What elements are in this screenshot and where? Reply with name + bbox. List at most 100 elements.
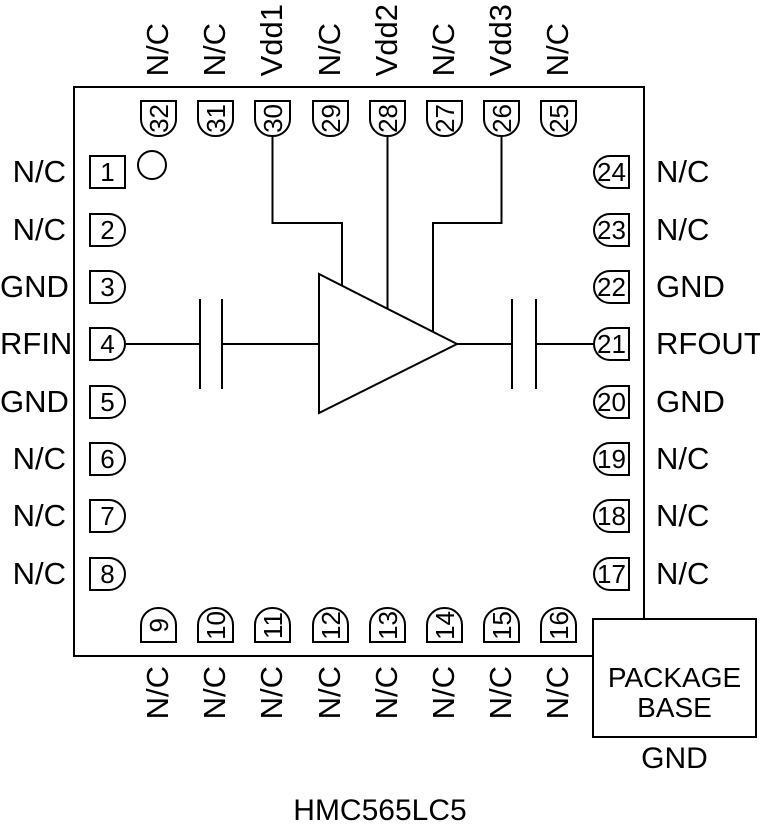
pin-number: 28 bbox=[372, 104, 403, 133]
pin-number: 25 bbox=[543, 104, 574, 133]
pin-number: 19 bbox=[597, 444, 626, 474]
pin-12: 12 bbox=[312, 607, 349, 643]
pin-2: 2 bbox=[89, 213, 126, 247]
pin-6: 6 bbox=[89, 442, 126, 476]
pin-14: 14 bbox=[426, 607, 463, 643]
pin-13-label: N/C bbox=[369, 666, 404, 720]
pin-3: 3 bbox=[89, 270, 126, 304]
pin-30-label: Vdd1 bbox=[254, 3, 289, 76]
pin-number: 29 bbox=[315, 104, 346, 133]
pin-number: 26 bbox=[486, 104, 517, 133]
pin-number: 12 bbox=[315, 610, 346, 640]
pin-13: 13 bbox=[369, 607, 406, 643]
pin-number: 17 bbox=[597, 559, 626, 589]
pin-24: 24 bbox=[593, 155, 630, 189]
pin-number: 6 bbox=[100, 444, 115, 474]
pin-number: 20 bbox=[597, 387, 626, 417]
pin-number: 23 bbox=[597, 215, 626, 245]
pin-1: 1 bbox=[89, 155, 126, 189]
pin-6-label: N/C bbox=[12, 441, 66, 476]
pin-4-label: RFIN bbox=[0, 326, 73, 361]
pin1-indicator-icon bbox=[137, 150, 167, 180]
package-base-line1: PACKAGE bbox=[607, 662, 742, 693]
pin-29: 29 bbox=[312, 100, 349, 137]
pin-16: 16 bbox=[540, 607, 577, 643]
pin-20-label: GND bbox=[656, 384, 725, 419]
pin-7-label: N/C bbox=[12, 498, 66, 533]
pin-12-label: N/C bbox=[312, 666, 347, 720]
pin-25-label: N/C bbox=[540, 22, 575, 76]
pin-number: 1 bbox=[100, 157, 115, 187]
pin-number: 31 bbox=[200, 104, 231, 133]
pin-21: 21 bbox=[593, 327, 630, 361]
package-base-line2: BASE bbox=[637, 692, 712, 723]
pin-28: 28 bbox=[369, 100, 406, 137]
package-base-box: PACKAGE BASE bbox=[592, 618, 757, 738]
pin-number: 32 bbox=[143, 104, 174, 133]
pin-2-label: N/C bbox=[12, 212, 66, 247]
pin-number: 2 bbox=[100, 215, 115, 245]
pin-32-label: N/C bbox=[140, 22, 175, 76]
pin-22: 22 bbox=[593, 270, 630, 304]
pin-24-label: N/C bbox=[656, 154, 710, 189]
pin-4: 4 bbox=[89, 327, 126, 361]
pin-27: 27 bbox=[426, 100, 463, 137]
pin-32: 32 bbox=[140, 100, 177, 137]
pin-17: 17 bbox=[593, 557, 630, 591]
pin-30: 30 bbox=[254, 100, 291, 137]
pin-number: 16 bbox=[543, 610, 574, 640]
pin-22-label: GND bbox=[656, 269, 725, 304]
pin-26-label: Vdd3 bbox=[483, 3, 518, 76]
pin-20: 20 bbox=[593, 385, 630, 419]
pin-9: 9 bbox=[140, 607, 177, 643]
pin-number: 9 bbox=[143, 617, 174, 633]
pin-number: 11 bbox=[257, 611, 288, 639]
pin-number: 21 bbox=[597, 329, 626, 359]
pin-29-label: N/C bbox=[312, 22, 347, 76]
pin-number: 5 bbox=[100, 387, 115, 417]
pin-number: 10 bbox=[200, 610, 231, 640]
pin-27-label: N/C bbox=[426, 22, 461, 76]
pin-5-label: GND bbox=[0, 384, 69, 419]
pin-5: 5 bbox=[89, 385, 126, 419]
pin-number: 3 bbox=[100, 272, 115, 302]
pin-14-label: N/C bbox=[426, 666, 461, 720]
pin-number: 7 bbox=[100, 501, 115, 531]
pin-number: 8 bbox=[100, 559, 115, 589]
pin-number: 30 bbox=[257, 104, 288, 133]
pin-number: 14 bbox=[429, 610, 460, 640]
pin-26: 26 bbox=[483, 100, 520, 137]
pin-15-label: N/C bbox=[483, 666, 518, 720]
pin-23-label: N/C bbox=[656, 212, 710, 247]
pin-7: 7 bbox=[89, 499, 126, 533]
pin-31-label: N/C bbox=[197, 22, 232, 76]
pin-number: 18 bbox=[597, 501, 626, 531]
pin-number: 27 bbox=[429, 104, 460, 133]
pin-number: 15 bbox=[486, 610, 517, 640]
pin-number: 22 bbox=[597, 272, 626, 302]
pin-11: 11 bbox=[254, 607, 291, 643]
pin-10: 10 bbox=[197, 607, 234, 643]
package-base-gnd-label: GND bbox=[641, 742, 708, 775]
pin-3-label: GND bbox=[0, 269, 69, 304]
pin-9-label: N/C bbox=[140, 666, 175, 720]
pin-1-label: N/C bbox=[12, 154, 66, 189]
pin-8-label: N/C bbox=[12, 556, 66, 591]
pin-21-label: RFOUT bbox=[656, 326, 760, 361]
pin-23: 23 bbox=[593, 213, 630, 247]
pin-31: 31 bbox=[197, 100, 234, 137]
pin-15: 15 bbox=[483, 607, 520, 643]
pin-number: 13 bbox=[372, 610, 403, 640]
pin-8: 8 bbox=[89, 557, 126, 591]
part-number-title: HMC565LC5 bbox=[293, 794, 467, 827]
pin-28-label: Vdd2 bbox=[369, 3, 404, 76]
pin-16-label: N/C bbox=[540, 666, 575, 720]
pin-19: 19 bbox=[593, 442, 630, 476]
pin-10-label: N/C bbox=[197, 666, 232, 720]
pin-11-label: N/C bbox=[254, 666, 289, 720]
pin-18: 18 bbox=[593, 499, 630, 533]
pin-17-label: N/C bbox=[656, 556, 710, 591]
pin-25: 25 bbox=[540, 100, 577, 137]
pin-number: 24 bbox=[597, 157, 626, 187]
